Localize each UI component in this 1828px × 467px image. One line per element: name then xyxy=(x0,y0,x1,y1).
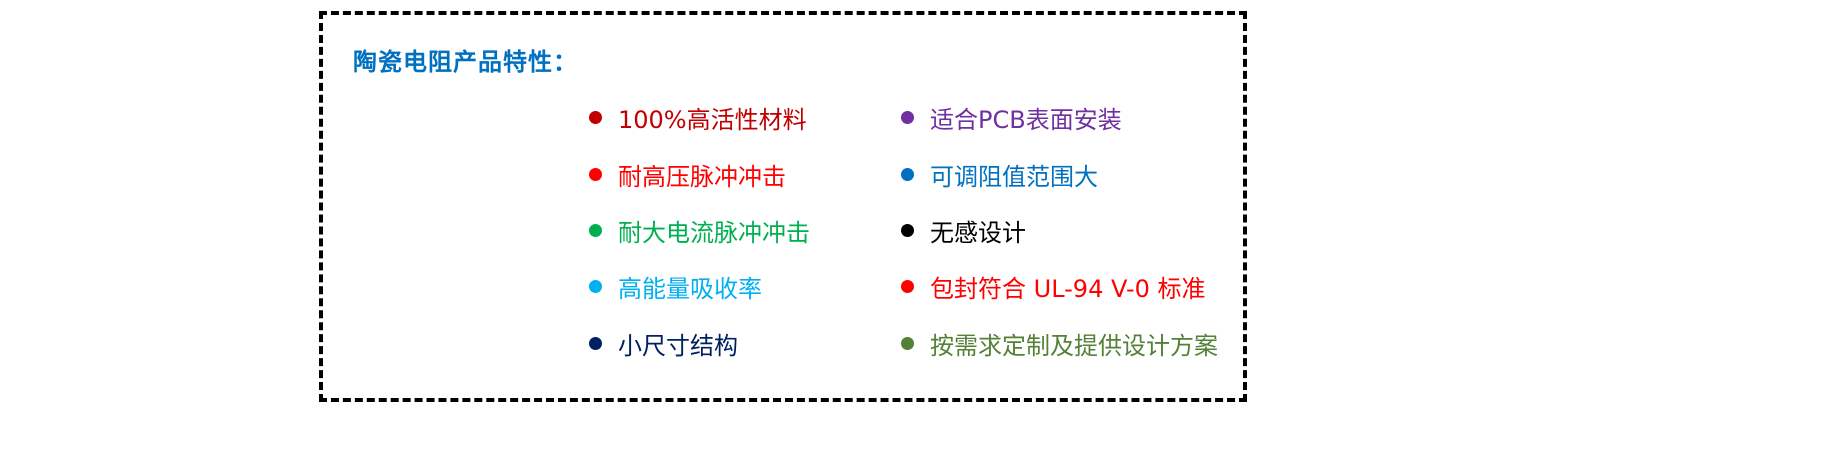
feature-item: 适合PCB表面安装 xyxy=(901,100,1122,134)
bullet-icon xyxy=(589,223,602,237)
feature-text: 可调阻值范围大 xyxy=(930,162,1098,191)
feature-item: 耐大电流脉冲冲击 xyxy=(589,213,810,247)
feature-item: 可调阻值范围大 xyxy=(901,157,1098,191)
bullet-icon xyxy=(901,223,914,237)
bullet-icon xyxy=(901,336,914,350)
feature-item: 按需求定制及提供设计方案 xyxy=(901,326,1218,360)
feature-item: 100%高活性材料 xyxy=(589,100,807,134)
feature-text: 适合PCB表面安装 xyxy=(930,105,1122,134)
feature-item: 高能量吸收率 xyxy=(589,269,762,303)
feature-text: 小尺寸结构 xyxy=(618,331,738,360)
feature-text: 包封符合 UL-94 V-0 标准 xyxy=(930,274,1206,303)
feature-item: 包封符合 UL-94 V-0 标准 xyxy=(901,269,1206,303)
bullet-icon xyxy=(589,279,602,293)
feature-text: 耐大电流脉冲冲击 xyxy=(618,218,810,247)
bullet-icon xyxy=(589,336,602,350)
feature-text: 耐高压脉冲冲击 xyxy=(618,162,786,191)
feature-item: 耐高压脉冲冲击 xyxy=(589,157,786,191)
feature-text: 高能量吸收率 xyxy=(618,274,762,303)
section-title: 陶瓷电阻产品特性： xyxy=(353,48,578,76)
bullet-icon xyxy=(589,167,602,181)
bullet-icon xyxy=(901,167,914,181)
bullet-icon xyxy=(901,279,914,293)
bullet-icon xyxy=(589,110,602,124)
feature-text: 按需求定制及提供设计方案 xyxy=(930,331,1218,360)
feature-text: 100%高活性材料 xyxy=(618,105,807,134)
dashed-frame xyxy=(319,11,1247,402)
feature-item: 无感设计 xyxy=(901,213,1026,247)
feature-item: 小尺寸结构 xyxy=(589,326,738,360)
bullet-icon xyxy=(901,110,914,124)
feature-text: 无感设计 xyxy=(930,218,1026,247)
